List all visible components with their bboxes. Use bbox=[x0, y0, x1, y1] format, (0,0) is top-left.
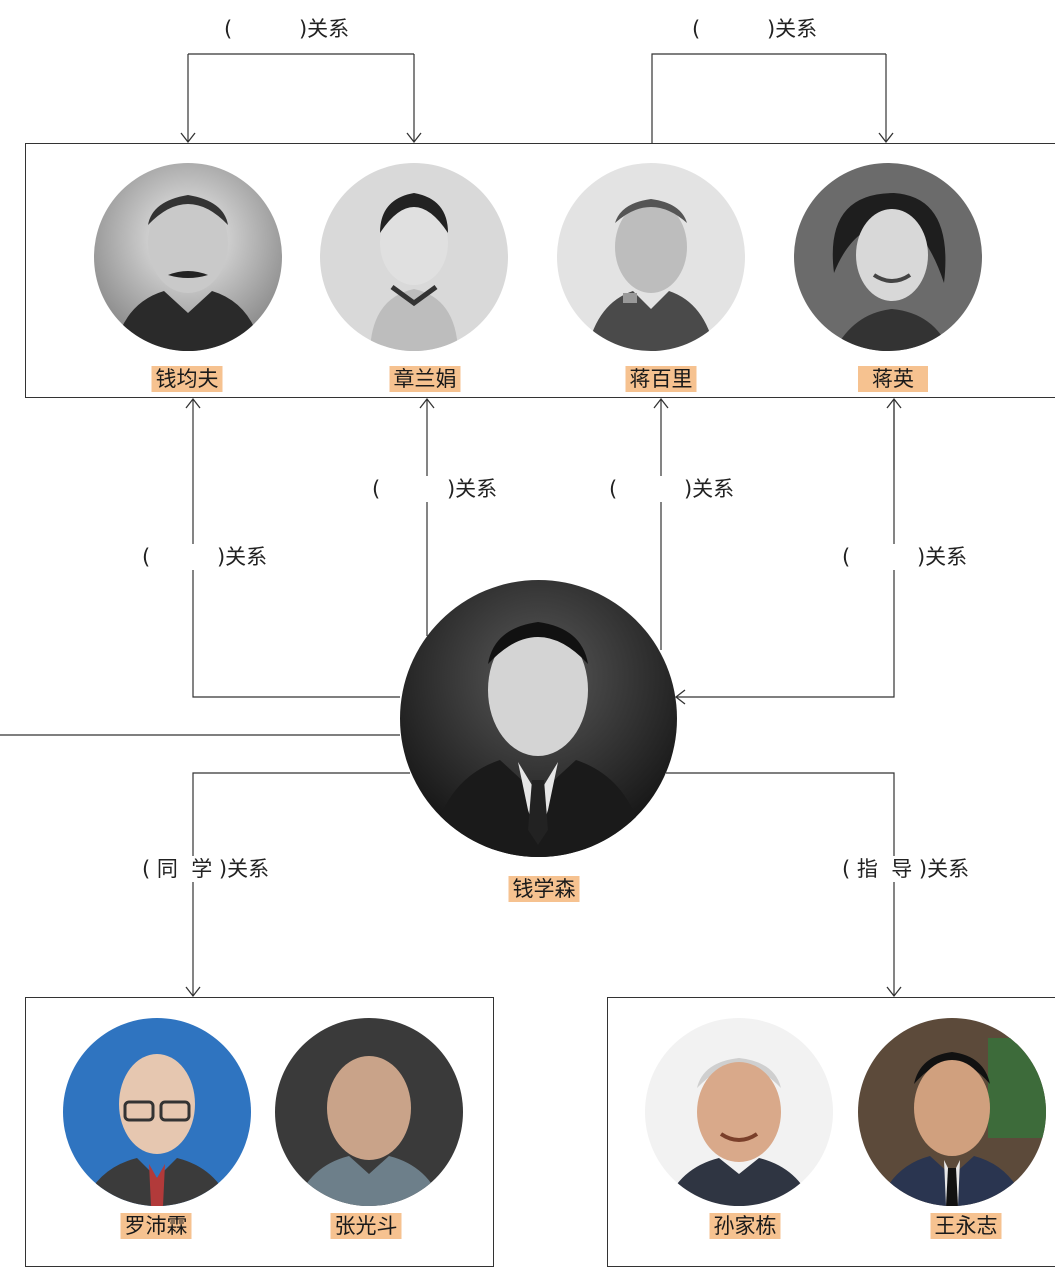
relation-label-zlj: ( )关系 bbox=[370, 476, 500, 502]
portrait-luo-peilin bbox=[63, 1018, 251, 1206]
family-frame bbox=[25, 143, 1055, 398]
name-zhang-guangdou: 张光斗 bbox=[330, 1213, 402, 1239]
relation-label-jbl: ( )关系 bbox=[607, 476, 737, 502]
portrait-jiang-baili bbox=[557, 163, 745, 351]
relation-label-qjf: ( )关系 bbox=[140, 544, 270, 570]
arrow-center-students bbox=[666, 772, 902, 998]
name-jiang-baili: 蒋百里 bbox=[625, 366, 697, 392]
portrait-zhang-lanjuan bbox=[320, 163, 508, 351]
name-luo-peilin: 罗沛霖 bbox=[120, 1213, 192, 1239]
top-right-bracket bbox=[651, 53, 886, 143]
relation-label-top-left: ( )关系 bbox=[222, 16, 352, 42]
name-qian-xuesen: 钱学森 bbox=[508, 876, 580, 902]
relation-label-jy: ( )关系 bbox=[840, 544, 970, 570]
relation-label-mentor: ( 指 导 )关系 bbox=[840, 856, 972, 882]
name-qian-junfu: 钱均夫 bbox=[151, 366, 223, 392]
portrait-qian-junfu bbox=[94, 163, 282, 351]
arrow-jy-center bbox=[674, 399, 895, 705]
relation-label-top-right: ( )关系 bbox=[690, 16, 820, 42]
portrait-zhang-guangdou bbox=[275, 1018, 463, 1206]
name-wang-yongzhi: 王永志 bbox=[930, 1213, 1002, 1239]
arrow-center-classmates bbox=[185, 772, 410, 998]
portrait-sun-jiadong bbox=[645, 1018, 833, 1206]
name-sun-jiadong: 孙家栋 bbox=[709, 1213, 781, 1239]
portrait-jiang-ying bbox=[794, 163, 982, 351]
name-jiang-ying: 蒋英 bbox=[858, 366, 928, 392]
arrow-center-qjf bbox=[185, 397, 400, 698]
portrait-qian-xuesen bbox=[400, 580, 677, 857]
portrait-wang-yongzhi bbox=[858, 1018, 1046, 1206]
name-zhang-lanjuan: 章兰娟 bbox=[389, 366, 461, 392]
relation-label-classmate: ( 同 学 )关系 bbox=[140, 856, 272, 882]
